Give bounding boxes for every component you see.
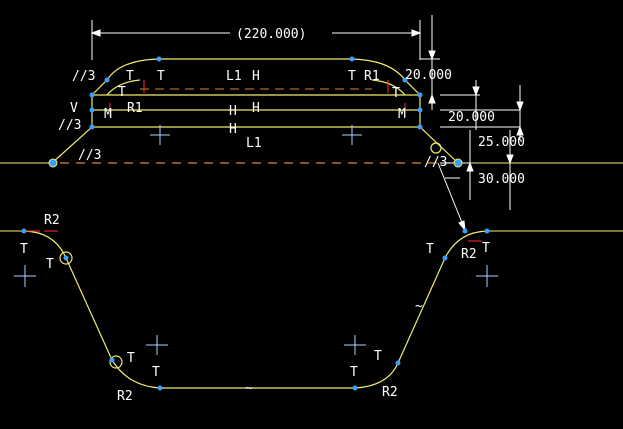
tangent-label: T bbox=[157, 69, 165, 84]
dim-height-4[interactable]: 30.000 bbox=[478, 172, 525, 187]
tangent-label: T bbox=[482, 241, 490, 256]
radius-label: R2 bbox=[382, 385, 398, 400]
parallel-label: //3 bbox=[424, 155, 447, 170]
tangent-label: T bbox=[46, 257, 54, 272]
parallel-label: //3 bbox=[72, 69, 95, 84]
radius-label: R1 bbox=[364, 69, 380, 84]
dim-top-width[interactable]: (220.000) bbox=[236, 27, 306, 42]
horizontal-label: H bbox=[229, 104, 237, 119]
tangent-label: T bbox=[350, 365, 358, 380]
upper-profile[interactable] bbox=[51, 58, 459, 164]
vertical-label: V bbox=[70, 101, 78, 116]
midpoint-label: M bbox=[104, 107, 112, 122]
inner-fillet-left bbox=[106, 79, 141, 96]
tangent-label: T bbox=[374, 349, 382, 364]
wavy-label: ~ bbox=[415, 299, 423, 314]
reference-lines bbox=[0, 162, 623, 232]
tangent-label: T bbox=[20, 242, 28, 257]
horizontal-label: H bbox=[252, 101, 260, 116]
axis-crosses bbox=[14, 125, 498, 355]
tangent-label: T bbox=[152, 365, 160, 380]
radius-label: R2 bbox=[461, 247, 477, 262]
tangent-label: T bbox=[118, 85, 126, 100]
lower-outline bbox=[23, 230, 488, 389]
dim-height-2[interactable]: 20.000 bbox=[448, 110, 495, 125]
tangent-label: T bbox=[426, 242, 434, 257]
upper-constraint-labels: //3 T T L1 H T R1 T T V R1 H H M M //3 H… bbox=[58, 69, 406, 163]
radius-label: R2 bbox=[44, 213, 60, 228]
tangent-label: T bbox=[127, 351, 135, 366]
horizontal-label: H bbox=[252, 69, 260, 84]
lower-constraint-labels: R2 T T T T R2 ~ T T R2 ~ T R2 T //3 bbox=[20, 155, 490, 404]
dim-height-3[interactable]: 25.000 bbox=[478, 135, 525, 150]
constraint-markers bbox=[26, 80, 482, 242]
radius-label: R2 bbox=[117, 389, 133, 404]
tangent-handles[interactable] bbox=[59, 142, 442, 369]
upper-outline bbox=[51, 58, 459, 164]
inner-fillet-right bbox=[371, 79, 406, 96]
tangent-label: T bbox=[126, 69, 134, 84]
midpoint-label: M bbox=[398, 107, 406, 122]
dim-height-1[interactable]: 20.000 bbox=[405, 68, 452, 83]
tangent-label: T bbox=[392, 86, 400, 101]
tangent-label: T bbox=[348, 69, 356, 84]
parallel-label: //3 bbox=[78, 148, 101, 163]
radius-label: R1 bbox=[127, 101, 143, 116]
horizontal-label: H bbox=[229, 122, 237, 137]
parallel-label: //3 bbox=[58, 118, 81, 133]
lower-profile[interactable] bbox=[23, 230, 488, 389]
wavy-label: ~ bbox=[245, 381, 253, 396]
endpoint-markers[interactable] bbox=[48, 158, 463, 168]
equal-length-label: L1 bbox=[246, 136, 262, 151]
vertex-points[interactable] bbox=[21, 56, 490, 391]
equal-length-label: L1 bbox=[226, 69, 242, 84]
